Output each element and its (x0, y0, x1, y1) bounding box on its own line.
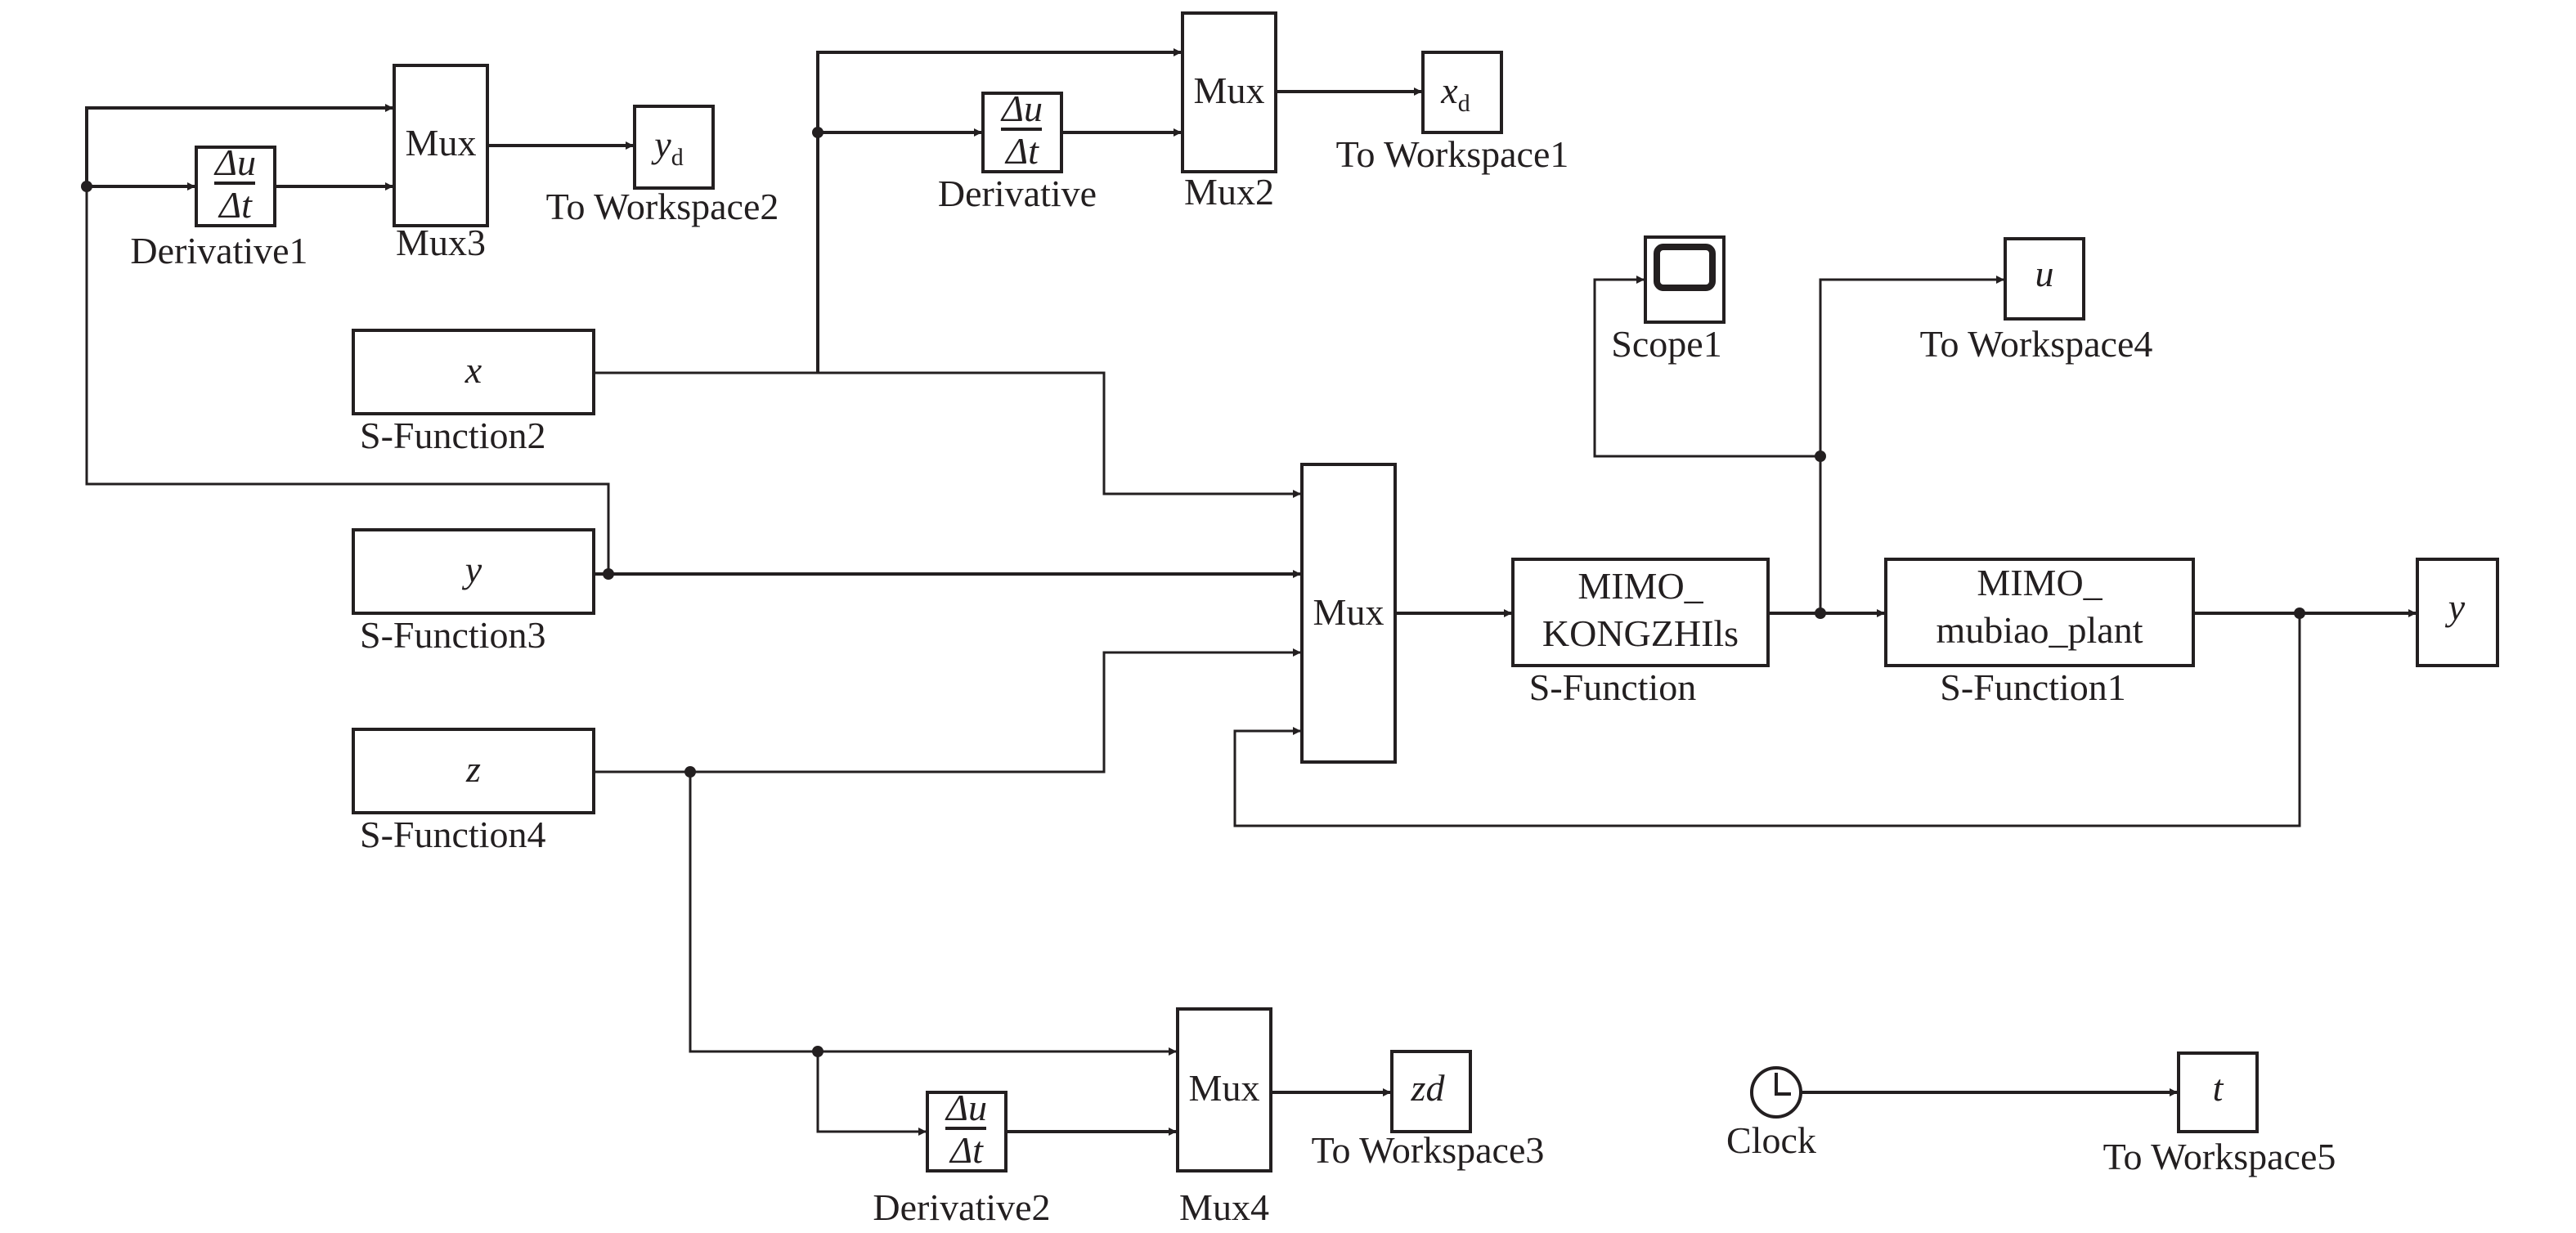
mux4-text: Mux (1189, 1067, 1260, 1109)
wire-z-to-mux4-top (689, 772, 1177, 1056)
plant-line2: mubiao_plant (1936, 609, 2143, 651)
mux3-label: Mux3 (396, 222, 486, 263)
s-function1-label: S-Function1 (1940, 666, 2125, 708)
to-workspace3-block[interactable]: zd (1390, 1050, 1472, 1133)
derivative1-label: Derivative1 (130, 230, 307, 271)
clock-label: Clock (1726, 1119, 1816, 1161)
s-function-controller-block[interactable]: MIMO_ KONGZHIls (1511, 558, 1770, 667)
plant-line1: MIMO_ (1977, 562, 2103, 603)
wire-z-to-derivative2 (816, 1051, 927, 1136)
scope1-block[interactable] (1644, 235, 1726, 324)
mux4-block[interactable]: Mux (1176, 1007, 1272, 1172)
to-workspace2-block[interactable]: yd (633, 105, 715, 190)
derivative2-block[interactable]: Δu Δt (926, 1087, 1008, 1172)
scope-screen-icon (1654, 244, 1716, 291)
s-function4-text: z (465, 748, 481, 790)
wire-y-feedback (85, 186, 610, 572)
wire-u-to-scope1 (1593, 276, 1820, 458)
mux-text: Mux (1313, 591, 1384, 633)
s-function3-block[interactable]: y (352, 528, 595, 615)
derivative1-numerator: Δu (213, 141, 256, 183)
s-function2-text: x (464, 349, 482, 391)
to-workspace1-label: To Workspace1 (1336, 133, 1569, 175)
to-workspace3-label: To Workspace3 (1312, 1129, 1545, 1171)
scope1-label: Scope1 (1611, 323, 1721, 365)
s-function2-block[interactable]: x (352, 329, 595, 415)
junction-dot (81, 181, 92, 192)
derivative-denominator: Δt (1004, 130, 1039, 172)
derivative2-label: Derivative2 (873, 1186, 1050, 1228)
output-y-block[interactable]: y (2416, 558, 2499, 667)
mux3-text: Mux (406, 122, 477, 164)
junction-dot (2294, 608, 2305, 619)
mux4-label: Mux4 (1179, 1186, 1269, 1228)
derivative-numerator: Δu (1000, 87, 1043, 129)
to-workspace4-label: To Workspace4 (1920, 323, 2153, 365)
derivative1-block[interactable]: Δu Δt (195, 141, 276, 227)
s-function2-label: S-Function2 (360, 415, 545, 456)
derivative-block[interactable]: Δu Δt (981, 87, 1063, 173)
derivative-label: Derivative (938, 173, 1097, 214)
mux2-label: Mux2 (1184, 171, 1274, 213)
wire-feedback-y-to-mux (1233, 613, 2301, 827)
wire-z-to-mux (594, 648, 1301, 773)
wire-u-to-ws4 (1819, 276, 2004, 613)
to-workspace5-var: t (2213, 1067, 2224, 1109)
to-workspace2-var: yd (651, 123, 683, 171)
junction-dot (812, 1046, 824, 1057)
to-workspace5-label: To Workspace5 (2103, 1136, 2336, 1177)
controller-line1: MIMO_ (1577, 565, 1703, 607)
s-function3-text: y (462, 549, 482, 590)
derivative1-denominator: Δt (218, 184, 253, 226)
s-function3-label: S-Function3 (360, 614, 545, 656)
wire-to-mux3-top (85, 104, 393, 186)
mux2-text: Mux (1194, 69, 1265, 111)
output-y-text: y (2445, 586, 2466, 628)
to-workspace1-block[interactable]: xd (1421, 51, 1503, 134)
to-workspace4-var: u (2035, 253, 2054, 294)
to-workspace2-label: To Workspace2 (546, 186, 779, 227)
to-workspace5-block[interactable]: t (2177, 1051, 2259, 1133)
s-function1-plant-block[interactable]: MIMO_ mubiao_plant (1884, 558, 2195, 667)
to-workspace4-block[interactable]: u (2004, 237, 2085, 321)
mux-block[interactable]: Mux (1300, 463, 1397, 764)
derivative2-denominator: Δt (949, 1129, 984, 1171)
s-function4-label: S-Function4 (360, 814, 545, 855)
s-function4-block[interactable]: z (352, 728, 595, 814)
wire-x-to-mux (594, 371, 1301, 498)
derivative2-numerator: Δu (945, 1087, 987, 1128)
mux2-block[interactable]: Mux (1181, 11, 1277, 173)
controller-line2: KONGZHIls (1542, 612, 1739, 654)
wire-x-to-mux2-top (816, 48, 1182, 373)
junction-dot (812, 127, 824, 138)
to-workspace3-var: zd (1411, 1067, 1446, 1109)
mux3-block[interactable]: Mux (393, 64, 489, 227)
to-workspace1-var: xd (1440, 69, 1470, 117)
s-function-label: S-Function (1529, 666, 1696, 708)
clock-block[interactable] (1750, 1066, 1802, 1119)
junction-dot (603, 568, 614, 580)
junction-dot (1815, 451, 1826, 462)
